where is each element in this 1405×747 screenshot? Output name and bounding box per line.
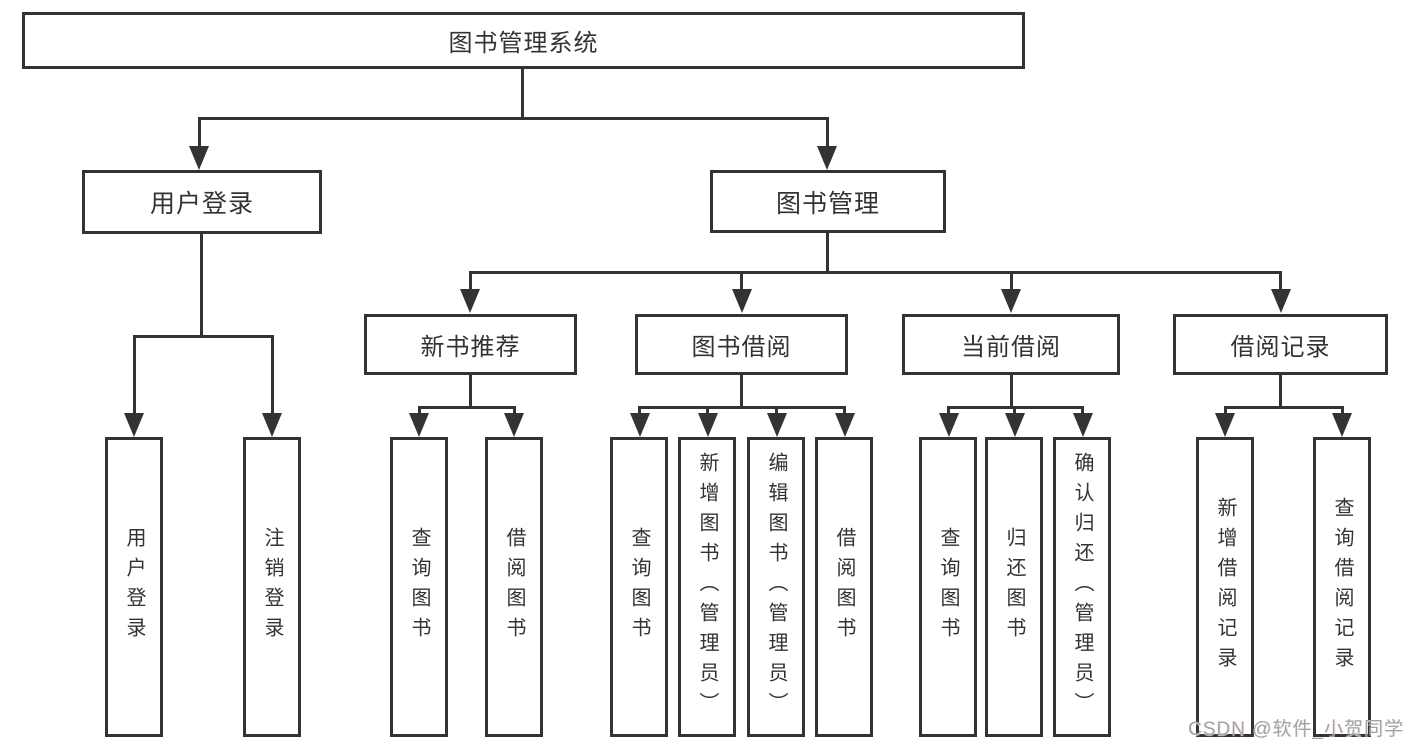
- node-book-borrowing: 图书借阅: [635, 314, 848, 375]
- connector-line: [468, 270, 1282, 274]
- node-label: 图书管理系统: [448, 30, 599, 57]
- arrow-down-icon: [731, 289, 752, 313]
- node-leaf-add-borrow-record: 新增借阅记录: [1196, 437, 1254, 737]
- node-leaf-borrow-books: 借阅图书: [815, 437, 873, 737]
- connector-line: [843, 405, 846, 416]
- connector-line: [1009, 375, 1013, 408]
- connector-line: [520, 69, 524, 118]
- node-label: 借阅图书: [503, 527, 525, 647]
- arrow-down-icon: [1270, 289, 1291, 313]
- node-leaf-add-books-admin: 新增图书（管理员）: [678, 437, 736, 737]
- connector-line: [740, 375, 743, 408]
- connector-line: [947, 405, 950, 416]
- connector-line: [1340, 405, 1344, 416]
- connector-line: [417, 405, 421, 416]
- connector-line: [1223, 405, 1227, 416]
- arrow-down-icon: [834, 413, 855, 437]
- node-leaf-borrow-books-recommend: 借阅图书: [485, 437, 543, 737]
- node-leaf-query-borrow-record: 查询借阅记录: [1313, 437, 1371, 737]
- connector-line: [1013, 405, 1016, 416]
- arrow-down-icon: [409, 413, 429, 437]
- arrow-down-icon: [124, 413, 144, 437]
- node-label: 图书管理: [775, 189, 880, 218]
- connector-line: [1009, 270, 1013, 290]
- node-leaf-query-books-recommend: 查询图书: [390, 437, 448, 737]
- node-label: 归还图书: [1003, 527, 1025, 647]
- node-leaf-return-books: 归还图书: [985, 437, 1043, 737]
- arrow-down-icon: [938, 413, 959, 437]
- arrow-down-icon: [189, 146, 209, 170]
- node-label: 编辑图书（管理员）: [765, 452, 787, 722]
- connector-line: [512, 405, 516, 416]
- connector-line: [1223, 405, 1344, 409]
- node-label: 用户登录: [149, 190, 254, 218]
- node-label: 查询借阅记录: [1331, 497, 1353, 677]
- connector-line: [1279, 270, 1282, 290]
- node-library-management-system: 图书管理系统: [22, 12, 1025, 69]
- node-leaf-query-books-current: 查询图书: [919, 437, 977, 737]
- connector-line: [775, 405, 778, 416]
- connector-line: [199, 234, 203, 337]
- node-label: 借阅记录: [1230, 334, 1331, 361]
- arrow-down-icon: [817, 146, 837, 170]
- node-leaf-logout: 注销登录: [243, 437, 301, 737]
- arrow-down-icon: [262, 413, 282, 437]
- node-label: 新增借阅记录: [1214, 497, 1236, 677]
- arrow-down-icon: [697, 413, 718, 437]
- arrow-down-icon: [1332, 413, 1352, 437]
- connector-line: [468, 270, 472, 290]
- node-label: 注销登录: [261, 527, 283, 647]
- connector-line: [132, 334, 274, 338]
- connector-line: [417, 405, 516, 409]
- connector-line: [825, 116, 829, 148]
- node-label: 确认归还（管理员）: [1071, 452, 1093, 722]
- connector-line: [197, 116, 201, 148]
- connector-line: [468, 375, 472, 408]
- connector-line: [132, 334, 136, 414]
- connector-line: [638, 405, 641, 416]
- node-leaf-user-login: 用户登录: [105, 437, 163, 737]
- arrow-down-icon: [460, 289, 480, 313]
- connector-line: [1279, 375, 1282, 408]
- watermark-csdn: CSDN @软件_小贺同学: [1188, 719, 1404, 740]
- connector-line: [199, 116, 827, 120]
- node-leaf-query-books-borrowing: 查询图书: [610, 437, 668, 737]
- node-label: 当前借阅: [961, 334, 1061, 361]
- node-leaf-confirm-return-admin: 确认归还（管理员）: [1053, 437, 1111, 737]
- node-label: 查询图书: [628, 527, 650, 647]
- node-label: 查询图书: [937, 527, 959, 647]
- node-leaf-edit-books-admin: 编辑图书（管理员）: [747, 437, 805, 737]
- arrow-down-icon: [766, 413, 787, 437]
- connector-line: [270, 334, 274, 414]
- node-current-borrowing: 当前借阅: [902, 314, 1120, 375]
- node-label: 查询图书: [408, 527, 430, 647]
- node-label: 新书推荐: [420, 334, 521, 361]
- connector-line: [706, 405, 709, 416]
- arrow-down-icon: [629, 413, 650, 437]
- arrow-down-icon: [1215, 413, 1235, 437]
- node-label: 用户登录: [123, 527, 145, 647]
- node-user-login-branch: 用户登录: [82, 170, 322, 234]
- node-label: 新增图书（管理员）: [696, 452, 718, 722]
- node-label: 图书借阅: [691, 334, 792, 361]
- node-new-book-recommend: 新书推荐: [364, 314, 577, 375]
- arrow-down-icon: [1001, 289, 1021, 313]
- connector-line: [825, 233, 829, 273]
- node-book-management: 图书管理: [710, 170, 946, 233]
- connector-line: [638, 405, 846, 409]
- node-label: 借阅图书: [833, 527, 855, 647]
- arrow-down-icon: [1072, 413, 1093, 437]
- arrow-down-icon: [1004, 413, 1025, 437]
- connector-line: [1081, 405, 1084, 416]
- node-borrowing-records: 借阅记录: [1173, 314, 1388, 375]
- arrow-down-icon: [504, 413, 524, 437]
- connector-line: [740, 270, 743, 290]
